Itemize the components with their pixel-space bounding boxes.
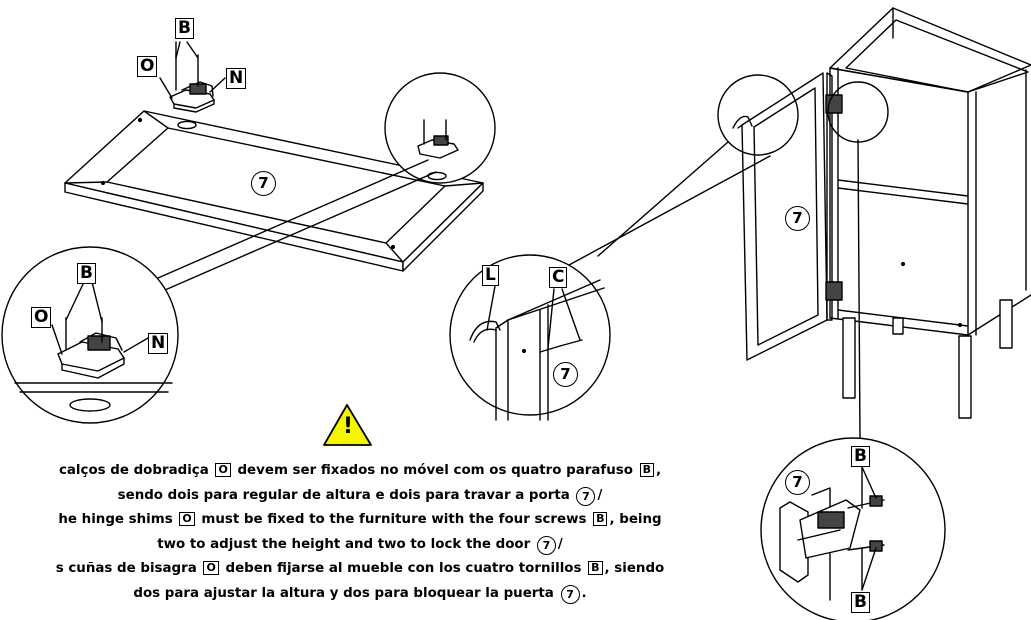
hinge-shim-top	[159, 41, 226, 113]
cabinet-door-open	[732, 72, 843, 361]
detail-circle-door	[449, 254, 611, 421]
instr-en-line1-b: must be fixed to the furniture with the …	[201, 512, 587, 527]
leader-B-br-4	[861, 547, 877, 591]
detail-circle-handle	[717, 74, 799, 156]
detail-circle-large	[1, 246, 179, 424]
instr-es-line2-a: dos para ajustar la altura y dos para bl…	[133, 586, 554, 601]
instr-en-label-O: O	[179, 512, 195, 526]
instr-pt-line2-b: /	[597, 488, 603, 503]
instr-en-label-B: B	[593, 512, 608, 526]
label-C: C	[549, 267, 568, 288]
part-number-door-detail: 7	[553, 362, 578, 387]
instr-en-line1-a: he hinge shims	[58, 512, 173, 527]
leader-L	[486, 285, 496, 331]
instr-en-line1-c: , being	[609, 512, 662, 527]
instr-es-line1-c: , siendo	[604, 561, 665, 576]
leader-B-br-1	[861, 466, 877, 499]
instr-en-line2-b: /	[557, 537, 563, 552]
instr-es-line2-b: .	[581, 586, 587, 601]
instr-pt-line1-b: devem ser fixados no móvel com os quatro…	[237, 463, 633, 478]
leader-line-5	[857, 139, 861, 439]
instr-es-label-O: O	[203, 561, 219, 575]
part-number-hinge-detail: 7	[785, 470, 810, 495]
leader-line-2	[157, 159, 429, 279]
leader-line-1	[164, 171, 437, 291]
label-N-large: N	[148, 333, 169, 354]
label-N-top: N	[226, 68, 247, 89]
label-O-large: O	[31, 307, 52, 328]
instr-pt-label-B: B	[639, 463, 654, 477]
warning-icon: !	[342, 414, 354, 439]
leader-C-1	[547, 288, 555, 349]
part-number-panel: 7	[251, 171, 276, 196]
label-B-br-top: B	[851, 446, 870, 467]
label-L: L	[482, 265, 499, 286]
label-B-top: B	[175, 18, 194, 39]
instr-en-line2-a: two to adjust the height and two to lock…	[157, 537, 531, 552]
leader-C-2	[561, 288, 581, 341]
instr-pt-label-O: O	[215, 463, 231, 477]
label-B-large: B	[77, 263, 96, 284]
instr-pt-line1-a: calços de dobradiça	[58, 463, 209, 478]
instr-es-label-B: B	[588, 561, 603, 575]
instr-es-line1-a: s cuñas de bisagra	[55, 561, 197, 576]
part-number-door: 7	[785, 206, 810, 231]
cabinet	[829, 7, 1031, 419]
label-B-br-bottom: B	[851, 592, 870, 613]
instr-es-line1-b: deben fijarse al mueble con los cuatro t…	[225, 561, 582, 576]
label-O-top: O	[137, 56, 158, 77]
instr-es-part: 7	[560, 585, 580, 604]
instr-en-part: 7	[536, 536, 556, 555]
warning-triangle	[323, 404, 372, 446]
instr-pt-part: 7	[576, 487, 596, 506]
instr-pt-line2-a: sendo dois para regular de altura e dois…	[117, 488, 570, 503]
instr-pt-line1-c: ,	[655, 463, 662, 478]
detail-circle-panel	[384, 72, 496, 184]
